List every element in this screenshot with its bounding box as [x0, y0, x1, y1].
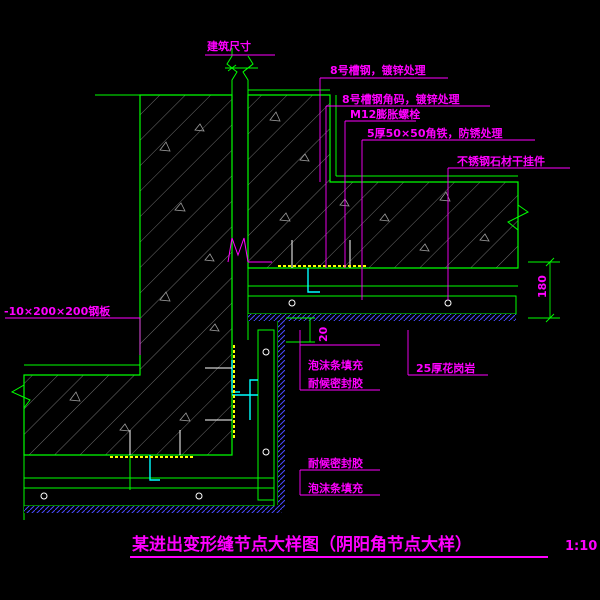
- label-foam-fill-1: 泡沫条填充: [308, 358, 363, 372]
- label-sealant-2: 耐候密封胶: [308, 456, 363, 470]
- label-building-dim: 建筑尺寸: [207, 39, 251, 53]
- dimension-180: 180: [536, 275, 549, 298]
- leader-lines: [5, 54, 570, 496]
- title-block: 某进出变形缝节点大样图（阴阳角节点大样） 1:10: [130, 534, 597, 558]
- label-channel-bracket: 8号槽钢角码，镀锌处理: [342, 92, 460, 106]
- steel-brackets: [149, 268, 320, 481]
- label-anchor-bolt: M12膨胀螺栓: [350, 107, 420, 121]
- stone-facing-strips: [24, 314, 516, 513]
- dimension-lines: [225, 64, 560, 343]
- label-steel-plate: -10×200×200钢板: [4, 304, 111, 318]
- drawing-scale: 1:10: [565, 539, 597, 554]
- dimension-20: 20: [317, 326, 330, 342]
- label-angle-iron: 5厚50×50角铁，防锈处理: [367, 126, 503, 140]
- label-stone-hanger: 不锈钢石材干挂件: [457, 154, 545, 168]
- label-foam-fill-2: 泡沫条填充: [308, 481, 363, 495]
- label-granite: 25厚花岗岩: [416, 361, 475, 375]
- expansion-joint-symbol: [227, 237, 272, 263]
- label-sealant-1: 耐候密封胶: [308, 376, 363, 390]
- anchor-bolts: [40, 240, 452, 500]
- concrete-aggregate-marks: [69, 111, 490, 432]
- drawing-title: 某进出变形缝节点大样图（阴阳角节点大样）: [132, 534, 472, 555]
- concrete-wall-left: [23, 94, 233, 456]
- label-channel-steel: 8号槽钢，镀锌处理: [330, 63, 426, 77]
- embedded-steel-plates: [110, 265, 368, 458]
